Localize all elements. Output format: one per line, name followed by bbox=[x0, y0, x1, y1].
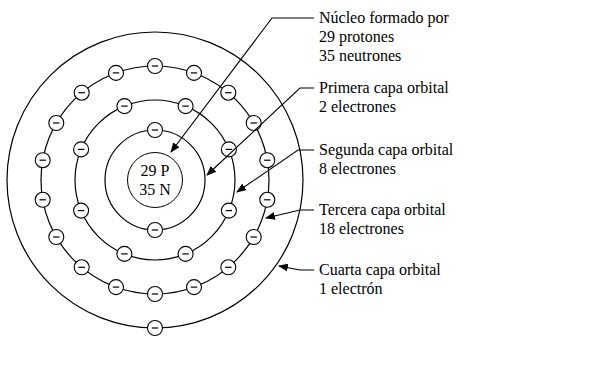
electron-minus bbox=[152, 229, 158, 230]
electron-symbol bbox=[35, 153, 50, 168]
electron-minus bbox=[226, 210, 232, 211]
electron-minus bbox=[226, 149, 232, 150]
electron-symbol bbox=[178, 246, 193, 261]
electron-symbol bbox=[221, 85, 236, 100]
electron-symbol bbox=[148, 287, 163, 302]
leader-line bbox=[207, 88, 314, 175]
electron-symbol bbox=[49, 230, 64, 245]
electron-symbol bbox=[35, 192, 50, 207]
electron-minus bbox=[264, 199, 270, 200]
nucleus-text: 29 P bbox=[141, 161, 170, 180]
electron-minus bbox=[182, 105, 188, 106]
electron-symbol bbox=[148, 223, 163, 238]
electron-minus bbox=[78, 149, 84, 150]
electron-symbol bbox=[260, 192, 275, 207]
electron-symbol bbox=[178, 99, 193, 114]
electron-symbol bbox=[117, 246, 132, 261]
electron-symbol bbox=[74, 203, 89, 218]
orbital-shell bbox=[41, 66, 269, 294]
electron-minus bbox=[113, 72, 119, 73]
nucleus-text: 35 N bbox=[139, 180, 171, 199]
leader-line bbox=[171, 18, 314, 152]
electron-minus bbox=[113, 287, 119, 288]
electron-minus bbox=[78, 210, 84, 211]
electron-minus bbox=[251, 236, 257, 237]
electron-symbol bbox=[74, 85, 89, 100]
electron-symbol bbox=[187, 280, 202, 295]
electron-minus bbox=[191, 72, 197, 73]
callout-label: 18 electrones bbox=[318, 220, 405, 238]
callout-label: Primera capa orbital bbox=[318, 79, 450, 97]
callout-label: Núcleo formado por bbox=[318, 9, 450, 27]
electron-minus bbox=[251, 122, 257, 123]
electron-minus bbox=[225, 92, 231, 93]
electron-symbol bbox=[246, 230, 261, 245]
electron-symbol bbox=[148, 123, 163, 138]
leader-line bbox=[237, 150, 314, 192]
callout-label: 35 neutrones bbox=[318, 47, 402, 65]
electron-symbol bbox=[148, 321, 163, 336]
electron-minus bbox=[79, 267, 85, 268]
electron-minus bbox=[121, 105, 127, 106]
orbital-shell bbox=[105, 130, 205, 230]
electron-symbol bbox=[109, 280, 124, 295]
callout-label: 29 protones bbox=[318, 28, 395, 46]
electron-minus bbox=[191, 287, 197, 288]
electron-minus bbox=[40, 160, 46, 161]
leader-line bbox=[266, 210, 314, 218]
callout-label: 2 electrones bbox=[318, 98, 397, 116]
callout-label: 1 electrón bbox=[318, 280, 384, 298]
electron-minus bbox=[152, 65, 158, 66]
orbital-shell bbox=[7, 32, 303, 328]
electron-minus bbox=[53, 122, 59, 123]
electron-symbol bbox=[246, 116, 261, 131]
electron-minus bbox=[79, 92, 85, 93]
nucleus-circle: 29 P35 N bbox=[127, 152, 183, 208]
electron-symbol bbox=[221, 260, 236, 275]
callout-label: Cuarta capa orbital bbox=[318, 261, 442, 279]
callout-label: Tercera capa orbital bbox=[318, 201, 447, 219]
electron-minus bbox=[53, 236, 59, 237]
callout-label: Segunda capa orbital bbox=[318, 141, 454, 159]
electron-minus bbox=[182, 253, 188, 254]
leader-line bbox=[279, 266, 314, 270]
electron-minus bbox=[40, 199, 46, 200]
electron-minus bbox=[225, 267, 231, 268]
electron-minus bbox=[152, 327, 158, 328]
electron-symbol bbox=[187, 65, 202, 80]
electron-symbol bbox=[74, 260, 89, 275]
electron-symbol bbox=[221, 203, 236, 218]
electron-symbol bbox=[260, 153, 275, 168]
electron-minus bbox=[152, 129, 158, 130]
electron-symbol bbox=[117, 99, 132, 114]
callout-label: 8 electrones bbox=[318, 160, 397, 178]
electron-minus bbox=[264, 160, 270, 161]
electron-symbol bbox=[49, 116, 64, 131]
electron-minus bbox=[152, 293, 158, 294]
electron-minus bbox=[121, 253, 127, 254]
orbital-shell bbox=[75, 100, 235, 260]
electron-symbol bbox=[74, 142, 89, 157]
electron-symbol bbox=[148, 59, 163, 74]
electron-group bbox=[35, 59, 275, 336]
electron-symbol bbox=[109, 65, 124, 80]
